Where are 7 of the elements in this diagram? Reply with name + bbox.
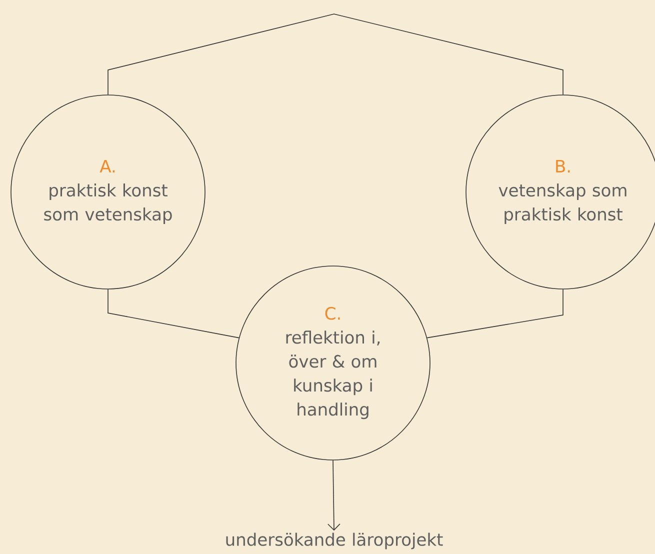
connector-line xyxy=(108,289,240,338)
text-label: undersökande läroprojekt xyxy=(226,532,443,550)
circle-node: A. praktisk konst som vetenskap xyxy=(10,94,206,290)
circle-node: C. reflektion i, över & om kunskap i handling xyxy=(236,266,430,460)
connector-line xyxy=(108,14,564,95)
arrow xyxy=(328,460,340,531)
connector-line xyxy=(426,289,564,338)
